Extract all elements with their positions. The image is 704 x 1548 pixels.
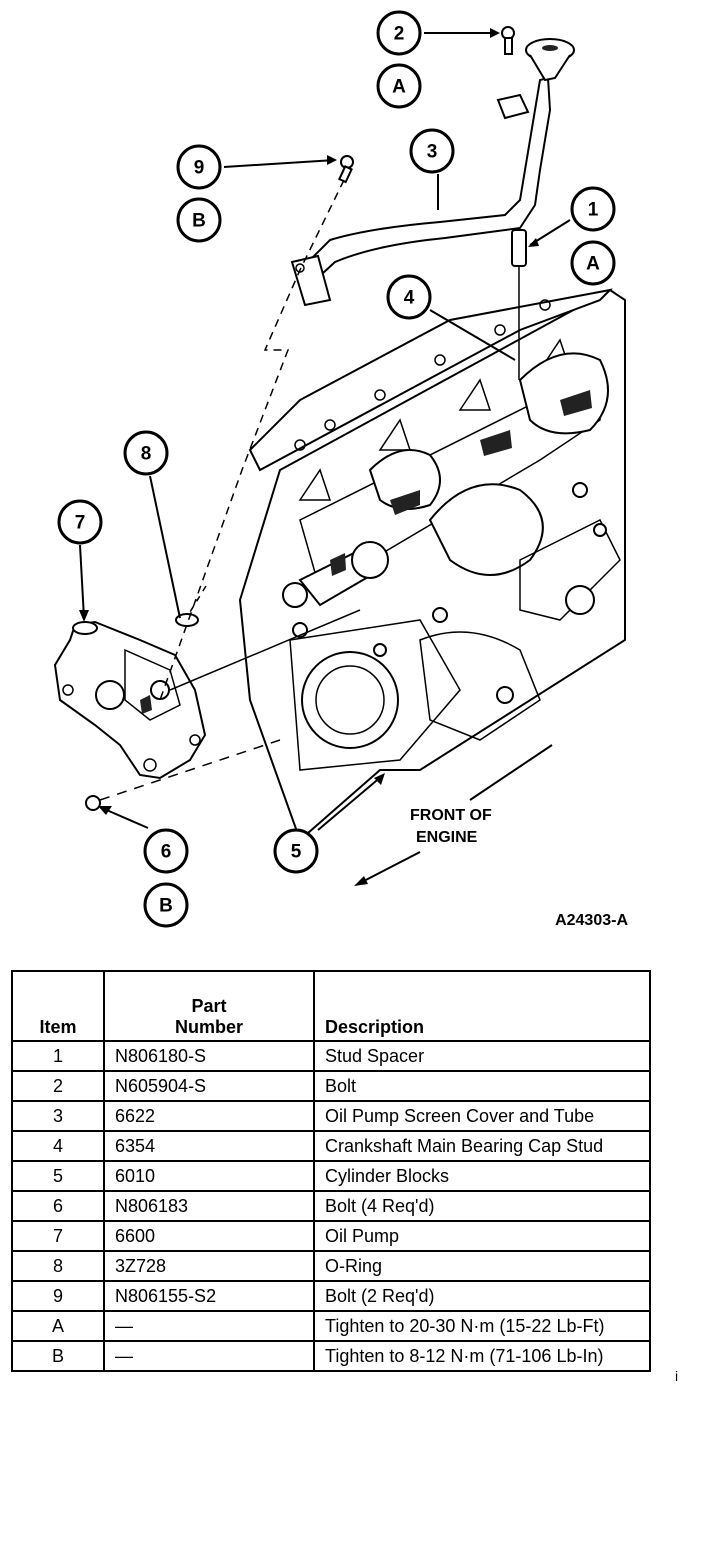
cell-part-number: N806180-S	[103, 1040, 315, 1072]
cell-item: 1	[11, 1040, 105, 1072]
svg-text:B: B	[192, 211, 206, 232]
cell-description: Tighten to 8-12 N·m (71-106 Lb-In)	[313, 1340, 651, 1372]
cell-part-number: 6622	[103, 1100, 315, 1132]
table-row: 2 N605904-S Bolt	[11, 1070, 651, 1102]
callout-2: 2	[376, 10, 422, 56]
figure-id: A24303-A	[555, 912, 628, 929]
cell-part-number: N806155-S2	[103, 1280, 315, 1312]
cell-description: Bolt (4 Req'd)	[313, 1190, 651, 1222]
cell-part-number: —	[103, 1310, 315, 1342]
callout-1: 1	[570, 186, 616, 232]
table-row: B — Tighten to 8-12 N·m (71-106 Lb-In)	[11, 1340, 651, 1372]
table-row: 4 6354 Crankshaft Main Bearing Cap Stud	[11, 1130, 651, 1162]
svg-text:1: 1	[588, 200, 599, 221]
table-row: 8 3Z728 O-Ring	[11, 1250, 651, 1282]
svg-text:6: 6	[161, 842, 172, 863]
cell-description: Cylinder Blocks	[313, 1160, 651, 1192]
cell-description: Oil Pump	[313, 1220, 651, 1252]
table-row: 7 6600 Oil Pump	[11, 1220, 651, 1252]
svg-text:3: 3	[427, 142, 438, 163]
stud-spacer-illustration	[511, 229, 527, 267]
svg-text:9: 9	[194, 158, 205, 179]
cell-item: 5	[11, 1160, 105, 1192]
cell-part-number: 6600	[103, 1220, 315, 1252]
cell-part-number: 6010	[103, 1160, 315, 1192]
pickup-tube-illustration	[290, 38, 575, 307]
bolt-2-illustration	[501, 26, 515, 55]
svg-text:7: 7	[75, 513, 86, 534]
svg-text:B: B	[159, 896, 173, 917]
table-row: 5 6010 Cylinder Blocks	[11, 1160, 651, 1192]
cell-item: 8	[11, 1250, 105, 1282]
callout-4: 4	[386, 274, 432, 320]
bolt-9-illustration	[337, 155, 354, 184]
cell-item: 7	[11, 1220, 105, 1252]
cell-item: B	[11, 1340, 105, 1372]
table-row: 1 N806180-S Stud Spacer	[11, 1040, 651, 1072]
callout-8: 8	[123, 430, 169, 476]
cell-part-number: 6354	[103, 1130, 315, 1162]
callout-a-top: A	[376, 63, 422, 109]
cell-description: Bolt (2 Req'd)	[313, 1280, 651, 1312]
svg-text:4: 4	[404, 288, 415, 309]
bolt-6-illustration	[85, 795, 101, 811]
callout-5: 5	[273, 828, 319, 874]
cell-description: Crankshaft Main Bearing Cap Stud	[313, 1130, 651, 1162]
header-item: Item	[11, 970, 105, 1042]
front-of-engine-label-line2: ENGINE	[416, 829, 478, 846]
callout-7: 7	[57, 499, 103, 545]
cell-part-number: N806183	[103, 1190, 315, 1222]
exploded-view-diagram: 2 A 3 9 B 1 A 4 8 7 6 B 5 FRONT OF ENGIN…	[53, 10, 628, 929]
cell-item: 3	[11, 1100, 105, 1132]
callout-a-right: A	[570, 240, 616, 286]
cell-item: 6	[11, 1190, 105, 1222]
cell-item: A	[11, 1310, 105, 1342]
leader-lines	[79, 28, 571, 886]
stray-mark: i	[675, 1368, 679, 1384]
callout-b-top: B	[176, 197, 222, 243]
svg-text:A: A	[392, 77, 406, 98]
svg-text:A: A	[586, 254, 600, 275]
cell-description: Tighten to 20-30 N·m (15-22 Lb-Ft)	[313, 1310, 651, 1342]
header-part-line2: Number	[174, 1017, 243, 1037]
cell-part-number: 3Z728	[103, 1250, 315, 1282]
svg-text:8: 8	[141, 444, 152, 465]
callout-6: 6	[143, 828, 189, 874]
svg-text:5: 5	[291, 842, 302, 863]
callout-b-bottom: B	[143, 882, 189, 928]
header-part-number: Part Number	[103, 970, 315, 1042]
cell-description: Bolt	[313, 1070, 651, 1102]
table-row: 9 N806155-S2 Bolt (2 Req'd)	[11, 1280, 651, 1312]
cell-part-number: —	[103, 1340, 315, 1372]
cell-item: 4	[11, 1130, 105, 1162]
cell-description: O-Ring	[313, 1250, 651, 1282]
oil-pump-illustration	[53, 620, 207, 780]
cylinder-block-illustration	[238, 288, 626, 842]
header-description: Description	[313, 970, 651, 1042]
parts-table: Item Part Number Description 1 N806180-S…	[11, 970, 651, 1372]
cell-part-number: N605904-S	[103, 1070, 315, 1102]
svg-text:2: 2	[394, 24, 405, 45]
cell-description: Oil Pump Screen Cover and Tube	[313, 1100, 651, 1132]
callout-9: 9	[176, 144, 222, 190]
table-header-row: Item Part Number Description	[11, 970, 651, 1042]
table-row: A — Tighten to 20-30 N·m (15-22 Lb-Ft)	[11, 1310, 651, 1342]
cell-item: 2	[11, 1070, 105, 1102]
callout-3: 3	[409, 128, 455, 174]
front-of-engine-label: FRONT OF	[410, 807, 492, 824]
table-row: 3 6622 Oil Pump Screen Cover and Tube	[11, 1100, 651, 1132]
cell-item: 9	[11, 1280, 105, 1312]
header-part-line1: Part	[191, 996, 227, 1016]
table-row: 6 N806183 Bolt (4 Req'd)	[11, 1190, 651, 1222]
cell-description: Stud Spacer	[313, 1040, 651, 1072]
